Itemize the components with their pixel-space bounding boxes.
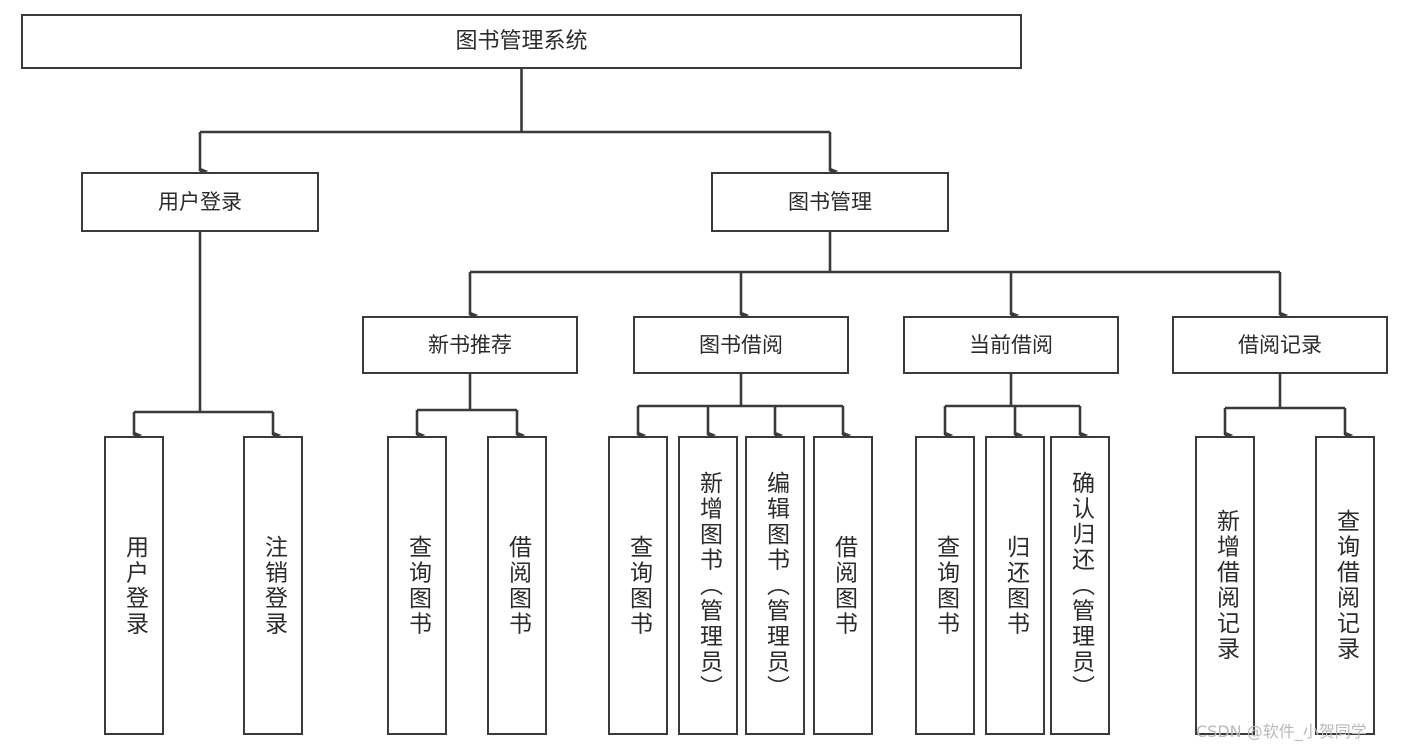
node-label-root: 图书管理系统 — [455, 28, 588, 54]
node-label-borrow-record: 借阅记录 — [1238, 332, 1322, 357]
node-label-leaf-borrow-book-recommend: 借阅图书 — [504, 534, 531, 637]
node-label-leaf-add-borrow-record: 新增借阅记录 — [1212, 509, 1239, 662]
node-leaf-edit-book[interactable]: 编辑图书（管理员） — [745, 436, 805, 735]
node-leaf-return-book[interactable]: 归还图书 — [985, 436, 1045, 735]
node-leaf-add-book[interactable]: 新增图书（管理员） — [678, 436, 738, 735]
node-book-borrow[interactable]: 图书借阅 — [633, 316, 849, 374]
node-label-leaf-query-borrow-record: 查询借阅记录 — [1332, 509, 1359, 662]
node-label-leaf-query-book-current: 查询图书 — [932, 534, 959, 637]
node-label-leaf-borrow-book: 借阅图书 — [830, 534, 857, 637]
node-leaf-query-book-recommend[interactable]: 查询图书 — [387, 436, 447, 735]
node-user-login[interactable]: 用户登录 — [81, 172, 319, 232]
node-label-book-manage: 图书管理 — [788, 189, 872, 214]
node-leaf-user-login[interactable]: 用户登录 — [104, 436, 164, 735]
node-borrow-record[interactable]: 借阅记录 — [1172, 316, 1388, 374]
node-label-leaf-user-login: 用户登录 — [121, 534, 148, 637]
node-leaf-query-book-current[interactable]: 查询图书 — [915, 436, 975, 735]
node-current-borrow[interactable]: 当前借阅 — [903, 316, 1119, 374]
node-leaf-confirm-return[interactable]: 确认归还（管理员） — [1050, 436, 1110, 735]
node-leaf-query-borrow-record[interactable]: 查询借阅记录 — [1315, 436, 1375, 735]
node-label-book-borrow: 图书借阅 — [699, 332, 783, 357]
node-label-user-login: 用户登录 — [158, 189, 242, 214]
node-label-new-book-recommend: 新书推荐 — [428, 332, 512, 357]
node-leaf-borrow-book[interactable]: 借阅图书 — [813, 436, 873, 735]
node-leaf-logout[interactable]: 注销登录 — [243, 436, 303, 735]
node-leaf-borrow-book-recommend[interactable]: 借阅图书 — [487, 436, 547, 735]
node-label-current-borrow: 当前借阅 — [969, 332, 1053, 357]
node-label-leaf-confirm-return: 确认归还（管理员） — [1067, 470, 1094, 701]
node-book-manage[interactable]: 图书管理 — [711, 172, 949, 232]
node-new-book-recommend[interactable]: 新书推荐 — [362, 316, 578, 374]
node-label-leaf-query-book-borrow: 查询图书 — [625, 534, 652, 637]
node-label-leaf-return-book: 归还图书 — [1002, 534, 1029, 637]
node-leaf-query-book-borrow[interactable]: 查询图书 — [608, 436, 668, 735]
node-label-leaf-query-book-recommend: 查询图书 — [404, 534, 431, 637]
node-root[interactable]: 图书管理系统 — [21, 14, 1022, 69]
node-label-leaf-logout: 注销登录 — [260, 534, 287, 637]
node-leaf-add-borrow-record[interactable]: 新增借阅记录 — [1195, 436, 1255, 735]
connector-group — [132, 69, 1354, 439]
node-label-leaf-add-book: 新增图书（管理员） — [695, 470, 722, 701]
node-label-leaf-edit-book: 编辑图书（管理员） — [762, 470, 789, 701]
